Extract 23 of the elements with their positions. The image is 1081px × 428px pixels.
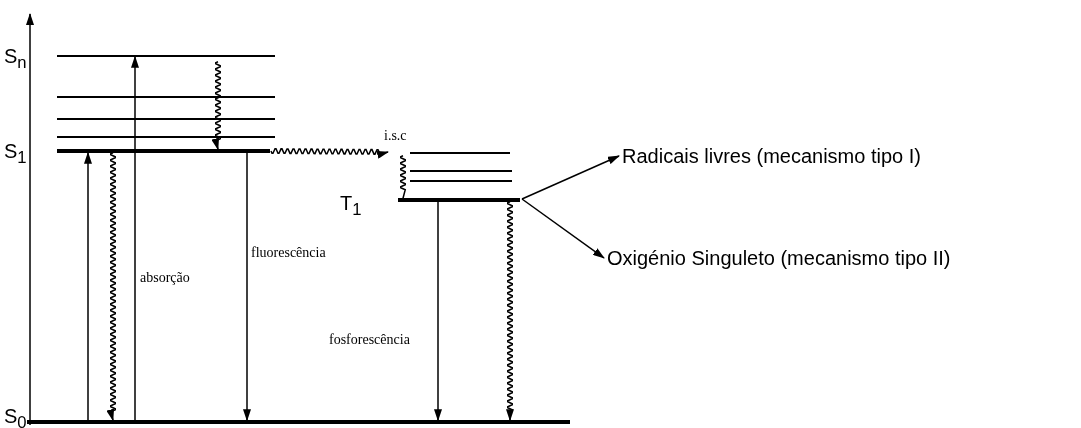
wavy-arrow [270, 148, 389, 159]
level-label: S$_{1}$ [4, 139, 27, 169]
edge-label: absorção [139, 270, 191, 286]
level-label: S$_{n}$ [4, 44, 27, 74]
energy-level-line [57, 118, 275, 120]
outcome-text: Oxigénio Singuleto (mecanismo tipo II) [607, 245, 951, 271]
wavy-arrow [106, 152, 116, 422]
energy-level-line [57, 136, 275, 138]
level-label: T$_{1}$ [340, 191, 362, 221]
wavy-arrow [506, 201, 514, 422]
arrow [434, 201, 442, 422]
level-label: S$_{0}$ [4, 404, 27, 428]
energy-level-line [410, 170, 512, 172]
arrow [243, 152, 251, 422]
outcome-text: Radicais livres (mecanismo tipo I) [622, 143, 921, 169]
arrow [521, 198, 605, 259]
arrow [131, 55, 139, 421]
arrow [521, 155, 620, 200]
energy-level-line [57, 96, 275, 98]
energy-level-line [410, 152, 510, 154]
energy-level-line [410, 180, 512, 182]
wavy-arrow [211, 61, 221, 151]
arrow [84, 151, 92, 421]
